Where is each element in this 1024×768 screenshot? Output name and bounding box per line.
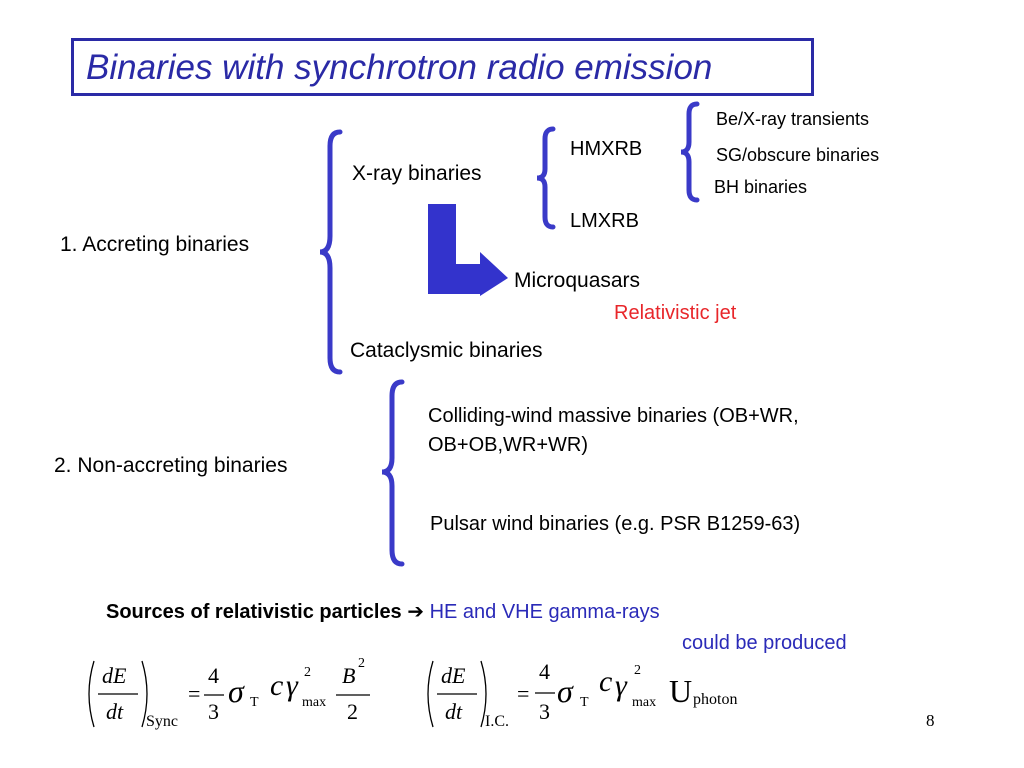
sync-num: dE [102,663,127,688]
ic-gamma-sup: 2 [634,663,641,678]
sync-gamma-sub: max [302,695,327,710]
sources-line: Sources of relativistic particles ➔ HE a… [106,599,660,624]
hmxrb-label: HMXRB [570,138,643,160]
sync-sigma-sub: T [250,695,259,710]
sources-bold: Sources of relativistic particles [106,601,402,623]
sync-frac-num: 4 [208,663,219,688]
be-xray-transients: Be/X-ray transients [716,109,870,129]
cataclysmic-binaries-label: Cataclysmic binaries [350,339,543,362]
ic-parens [427,660,487,728]
ic-u-sub: photon [693,691,738,708]
ic-den: dt [445,699,463,724]
ic-sub: I.C. [485,713,509,730]
sync-gamma-sup: 2 [304,665,311,680]
ic-equation: dE dt I.C. = 4 3 σ T c γ 2 max U photon [423,655,763,735]
sync-eq: = [188,681,201,706]
sync-b-den: 2 [347,699,358,724]
microquasars-label: Microquasars [514,269,641,292]
lmxrb-label: LMXRB [570,210,639,232]
xray-binaries-label: X-ray binaries [352,162,482,185]
relativistic-jet-label: Relativistic jet [614,302,737,324]
sync-gamma: γ [286,669,298,702]
accreting-label: 1. Accreting binaries [60,233,250,256]
sync-sigma: σ [228,673,244,709]
sync-parens [88,660,148,728]
sync-c: c [270,669,284,702]
ic-gamma: γ [615,669,627,702]
colliding-wind-line2: OB+OB,WR+WR) [428,434,589,456]
bh-binaries: BH binaries [714,177,808,197]
sg-obscure-binaries: SG/obscure binaries [716,145,880,165]
ic-frac-den: 3 [539,699,550,724]
microquasar-arrow-icon [428,204,508,296]
ic-frac-num: 4 [539,659,550,684]
slide-title: Binaries with synchrotron radio emission [86,48,713,87]
pulsar-wind-binaries: Pulsar wind binaries (e.g. PSR B1259-63) [430,513,801,535]
sync-sub: Sync [146,713,178,730]
xray-brace [536,126,556,230]
sources-result-line2: could be produced [682,632,847,654]
sync-frac-line [204,694,224,696]
ic-frac-line [535,692,555,694]
ic-gamma-sub: max [632,695,657,710]
sync-frac-den: 3 [208,699,219,724]
sync-b-sup: 2 [358,656,365,671]
sync-den: dt [106,699,124,724]
ic-sigma: σ [557,673,573,709]
sync-equation: dE dt Sync = 4 3 σ T c γ 2 max B 2 2 [84,655,384,735]
title-box: Binaries with synchrotron radio emission [71,38,814,96]
non-accreting-brace [381,379,405,567]
sync-b-line [336,694,370,696]
ic-num: dE [441,663,466,688]
right-arrow-icon: ➔ [407,601,425,623]
page-number: 8 [926,711,935,730]
ic-sigma-sub: T [580,695,589,710]
ic-c: c [599,665,613,698]
accreting-brace [319,129,343,375]
sync-b-num: B [342,663,356,688]
ic-eq: = [517,681,530,706]
hmxrb-brace [680,101,700,203]
sources-result-line1: HE and VHE gamma-rays [429,601,660,623]
colliding-wind-line1: Colliding-wind massive binaries (OB+WR, [428,405,799,427]
ic-u: U [669,673,693,709]
non-accreting-label: 2. Non-accreting binaries [54,454,288,477]
